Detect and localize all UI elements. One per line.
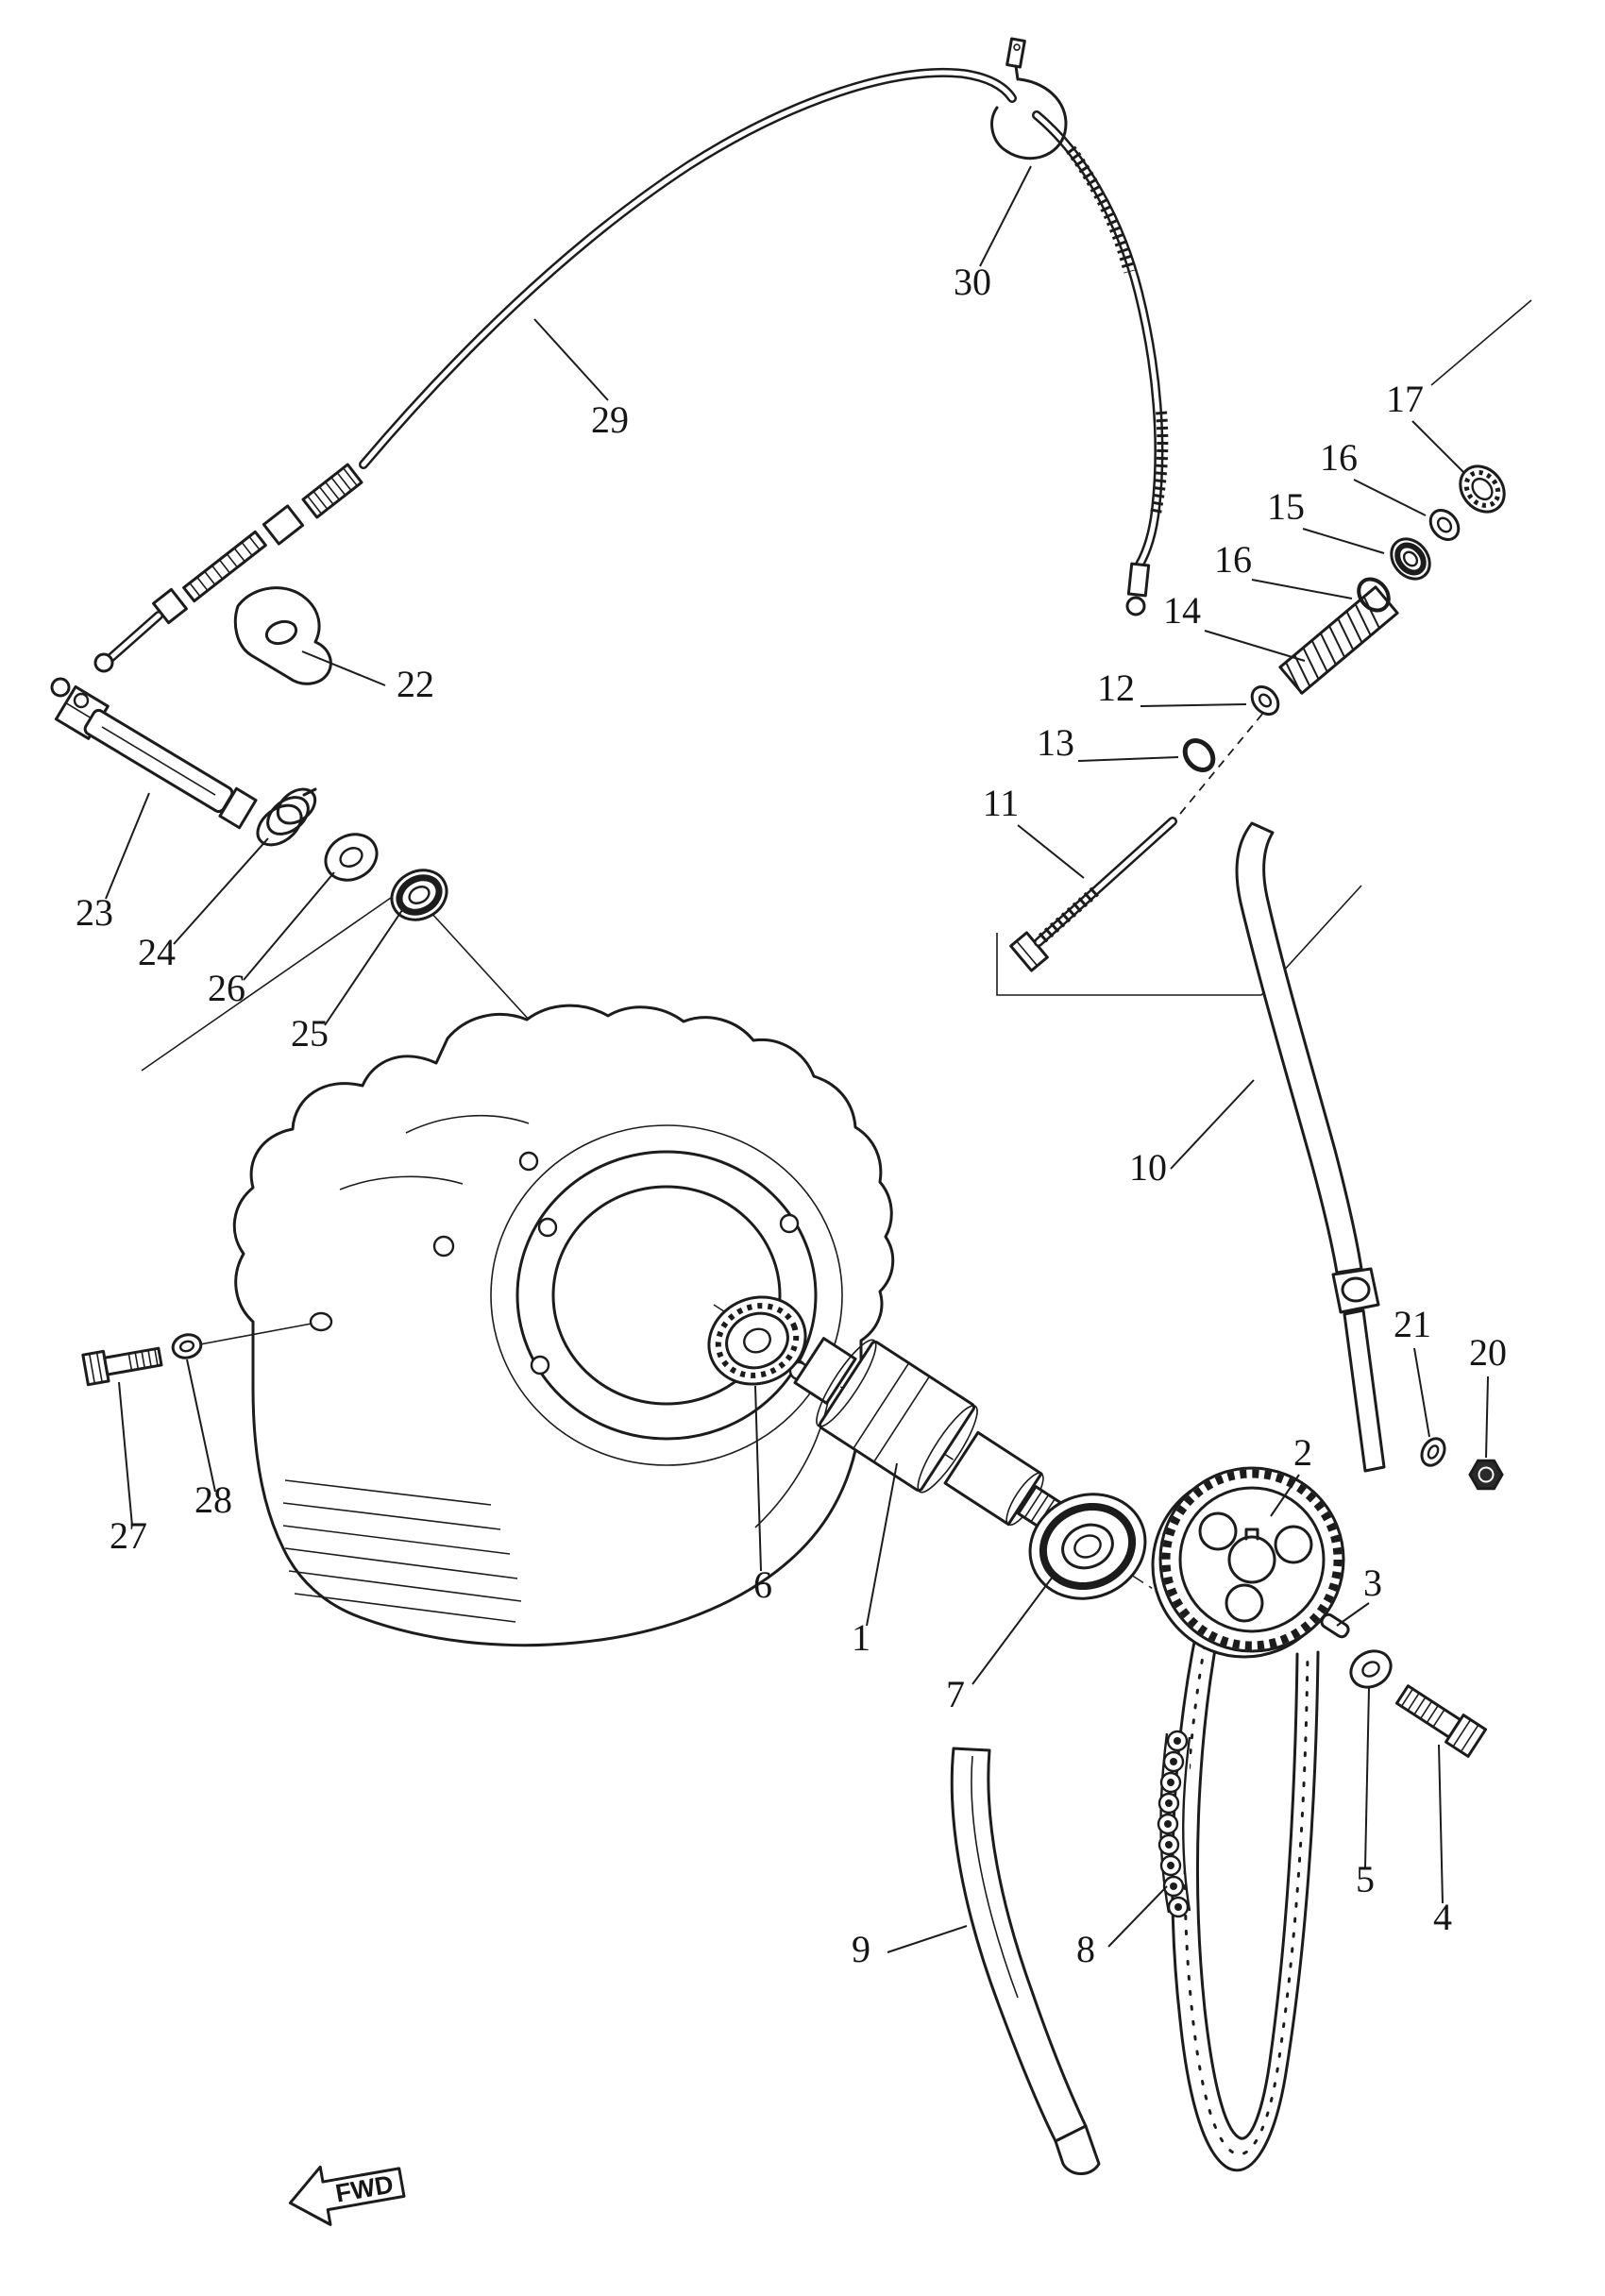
part-label-16b: 16: [1214, 538, 1252, 581]
part-label-2: 2: [1293, 1431, 1312, 1474]
cable-lower-end-fitting: [1125, 562, 1151, 616]
part-label-30: 30: [954, 261, 991, 303]
push-lever-23: [50, 677, 258, 830]
part-label-12: 12: [1097, 667, 1135, 709]
washer-28: [171, 1333, 203, 1359]
cable-hook-30: [990, 37, 1068, 160]
o-ring-13: [1182, 738, 1216, 772]
part-label-22: 22: [397, 663, 434, 705]
part-label-11: 11: [983, 782, 1020, 824]
part-label-13: 13: [1037, 721, 1074, 764]
cable-adjuster-barrel: [301, 463, 363, 519]
fwd-arrow: FWD: [288, 2165, 406, 2226]
part-label-3: 3: [1363, 1562, 1382, 1604]
part-label-17: 17: [1386, 378, 1424, 420]
case-bolt-27: [81, 1346, 163, 1387]
cam-chain-and-sprocket: [1151, 1466, 1488, 2172]
part-label-23: 23: [76, 891, 113, 934]
cable-bracket-22: [233, 586, 332, 685]
dowel-pin-3: [1320, 1612, 1350, 1639]
chain-guide-10: [1235, 821, 1386, 1473]
spring-24: [256, 787, 317, 847]
cable-assembly: [50, 37, 1169, 921]
needle-bearing-6: [707, 1295, 807, 1386]
washer-5: [1349, 1649, 1393, 1689]
part-label-26: 26: [208, 967, 245, 1009]
ball-bearing-7: [1028, 1493, 1147, 1600]
part-label-6: 6: [753, 1563, 772, 1606]
tensioner-bolt-11: [1009, 817, 1177, 972]
part-label-20: 20: [1469, 1331, 1507, 1374]
part-label-25: 25: [291, 1012, 329, 1055]
sprocket-bolt-4: [1394, 1684, 1488, 1758]
part-label-8: 8: [1076, 1928, 1095, 1970]
part-label-28: 28: [194, 1478, 232, 1521]
part-label-21: 21: [1394, 1303, 1431, 1345]
tensioner-spring-14: [1278, 585, 1399, 695]
fwd-label: FWD: [333, 2169, 396, 2207]
part-label-10: 10: [1129, 1146, 1167, 1189]
leader-lines: [105, 165, 1489, 1953]
chain-guide-9: [950, 1747, 1101, 2175]
bearing-17: [1459, 464, 1506, 514]
part-label-1: 1: [852, 1616, 870, 1659]
o-ring-16b: [1357, 577, 1391, 613]
washer-26: [324, 833, 379, 882]
cable-end-barrel: [93, 652, 114, 673]
washer-21: [1420, 1437, 1446, 1467]
nut-20: [1468, 1459, 1504, 1491]
oil-seal-25: [390, 869, 448, 921]
washer-12: [1250, 685, 1280, 716]
cable-adjuster-thread: [182, 530, 267, 603]
fwd-arrow-shape: [288, 2165, 406, 2226]
part-label-4: 4: [1433, 1896, 1452, 1938]
case-bolt-boss-hole: [309, 1311, 333, 1332]
chain-rollers: [1157, 1730, 1190, 1918]
part-label-14: 14: [1163, 589, 1201, 632]
tensioner-assembly: [1009, 464, 1506, 972]
part-number-labels: 30 29 17 16 15 16 14 12 13 11 22 23 24 2…: [76, 261, 1507, 1970]
part-label-5: 5: [1356, 1858, 1375, 1900]
part-label-29: 29: [591, 398, 629, 441]
part-label-16: 16: [1320, 436, 1358, 479]
part-label-27: 27: [110, 1514, 147, 1557]
cam-chain-8: [1157, 1626, 1320, 2172]
camshaft-1: [793, 1337, 1079, 1542]
collar-15: [1390, 537, 1431, 581]
part-label-24: 24: [138, 931, 176, 973]
part-label-7: 7: [946, 1673, 965, 1715]
washer-16: [1428, 509, 1461, 541]
camshaft-assembly: [707, 1295, 1147, 1600]
cam-sprocket-2: [1151, 1466, 1345, 1659]
cooling-fins: [282, 1479, 522, 1623]
part-label-9: 9: [852, 1928, 870, 1970]
part-label-15: 15: [1267, 485, 1305, 528]
construction-lines: [141, 299, 1532, 1072]
